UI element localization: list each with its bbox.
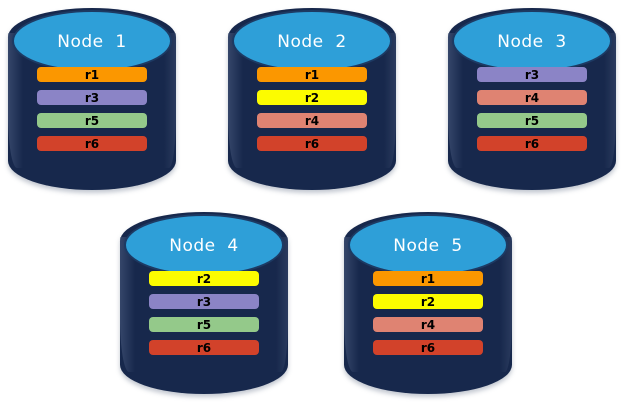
replica-bar-r6[interactable]: r6	[477, 136, 587, 151]
replica-list: r1 r2 r4 r6	[344, 271, 512, 355]
replica-list: r2 r3 r5 r6	[120, 271, 288, 355]
database-node-2[interactable]: Node 2 r1 r2 r4 r6	[228, 8, 396, 190]
replica-bar-label: r4	[304, 113, 320, 128]
replica-bar-r4[interactable]: r4	[257, 113, 367, 128]
node-label: Node 5	[393, 235, 463, 256]
replica-bar-label: r2	[196, 271, 212, 286]
replica-bar-label: r6	[420, 340, 436, 355]
replica-bar-label: r2	[304, 90, 320, 105]
database-node-5[interactable]: Node 5 r1 r2 r4 r6	[344, 212, 512, 394]
replica-bar-r1[interactable]: r1	[37, 67, 147, 82]
replica-bar-r6[interactable]: r6	[373, 340, 483, 355]
replica-bar-r5[interactable]: r5	[477, 113, 587, 128]
replica-bar-r5[interactable]: r5	[37, 113, 147, 128]
replica-bar-r1[interactable]: r1	[373, 271, 483, 286]
database-node-3[interactable]: Node 3 r3 r4 r5 r6	[448, 8, 616, 190]
replica-bar-label: r2	[420, 294, 436, 309]
node-cylinder-top: Node 2	[232, 10, 392, 72]
replica-bar-r4[interactable]: r4	[477, 90, 587, 105]
node-cylinder-top: Node 4	[124, 214, 284, 276]
node-label: Node 3	[497, 31, 567, 52]
replica-bar-label: r6	[196, 340, 212, 355]
replica-bar-r2[interactable]: r2	[149, 271, 259, 286]
replica-bar-r6[interactable]: r6	[257, 136, 367, 151]
replica-list: r3 r4 r5 r6	[448, 67, 616, 151]
node-label: Node 4	[169, 235, 239, 256]
replica-bar-r6[interactable]: r6	[37, 136, 147, 151]
replica-bar-label: r1	[84, 67, 100, 82]
node-label: Node 1	[57, 31, 127, 52]
node-cylinder-top: Node 5	[348, 214, 508, 276]
replica-bar-r1[interactable]: r1	[257, 67, 367, 82]
replica-bar-label: r3	[524, 67, 540, 82]
replica-bar-label: r5	[196, 317, 212, 332]
replica-list: r1 r3 r5 r6	[8, 67, 176, 151]
replica-bar-label: r1	[420, 271, 436, 286]
replica-bar-label: r4	[420, 317, 436, 332]
replica-bar-r3[interactable]: r3	[477, 67, 587, 82]
replica-bar-r2[interactable]: r2	[257, 90, 367, 105]
replica-bar-label: r6	[524, 136, 540, 151]
replica-bar-r2[interactable]: r2	[373, 294, 483, 309]
replica-bar-label: r1	[304, 67, 320, 82]
database-node-1[interactable]: Node 1 r1 r3 r5 r6	[8, 8, 176, 190]
database-node-4[interactable]: Node 4 r2 r3 r5 r6	[120, 212, 288, 394]
replica-bar-label: r3	[196, 294, 212, 309]
replica-bar-label: r3	[84, 90, 100, 105]
node-cylinder-top: Node 3	[452, 10, 612, 72]
replica-bar-label: r4	[524, 90, 540, 105]
node-label: Node 2	[277, 31, 347, 52]
replica-bar-label: r6	[84, 136, 100, 151]
replica-bar-label: r5	[84, 113, 100, 128]
replica-bar-label: r5	[524, 113, 540, 128]
replica-bar-r3[interactable]: r3	[37, 90, 147, 105]
replica-bar-r6[interactable]: r6	[149, 340, 259, 355]
replica-bar-r3[interactable]: r3	[149, 294, 259, 309]
replica-bar-label: r6	[304, 136, 320, 151]
replica-bar-r4[interactable]: r4	[373, 317, 483, 332]
replica-list: r1 r2 r4 r6	[228, 67, 396, 151]
replica-bar-r5[interactable]: r5	[149, 317, 259, 332]
node-cylinder-top: Node 1	[12, 10, 172, 72]
